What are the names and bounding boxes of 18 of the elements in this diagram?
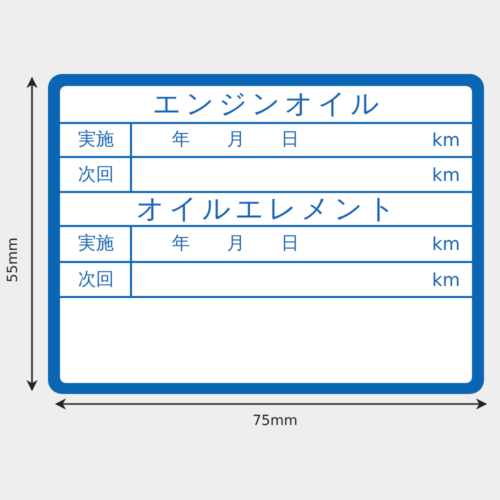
row-label: 次回: [78, 271, 114, 289]
dimension-label: 55mm: [6, 237, 20, 283]
row-label: 実施: [78, 235, 114, 253]
heading: エンジンオイル: [152, 90, 384, 118]
unit-label: km: [432, 272, 460, 290]
unit-label: km: [432, 132, 460, 150]
date-unit-label: 月: [227, 235, 245, 253]
date-unit-label: 年: [172, 131, 190, 149]
date-unit-label: 日: [281, 131, 299, 149]
row-label: 実施: [78, 131, 114, 149]
row-label: 次回: [78, 166, 114, 184]
heading: オイルエレメント: [136, 195, 400, 223]
dimension-label: 75mm: [252, 414, 298, 428]
unit-label: km: [432, 236, 460, 254]
date-unit-label: 年: [172, 235, 190, 253]
unit-label: km: [432, 167, 460, 185]
date-unit-label: 日: [281, 235, 299, 253]
date-unit-label: 月: [227, 131, 245, 149]
